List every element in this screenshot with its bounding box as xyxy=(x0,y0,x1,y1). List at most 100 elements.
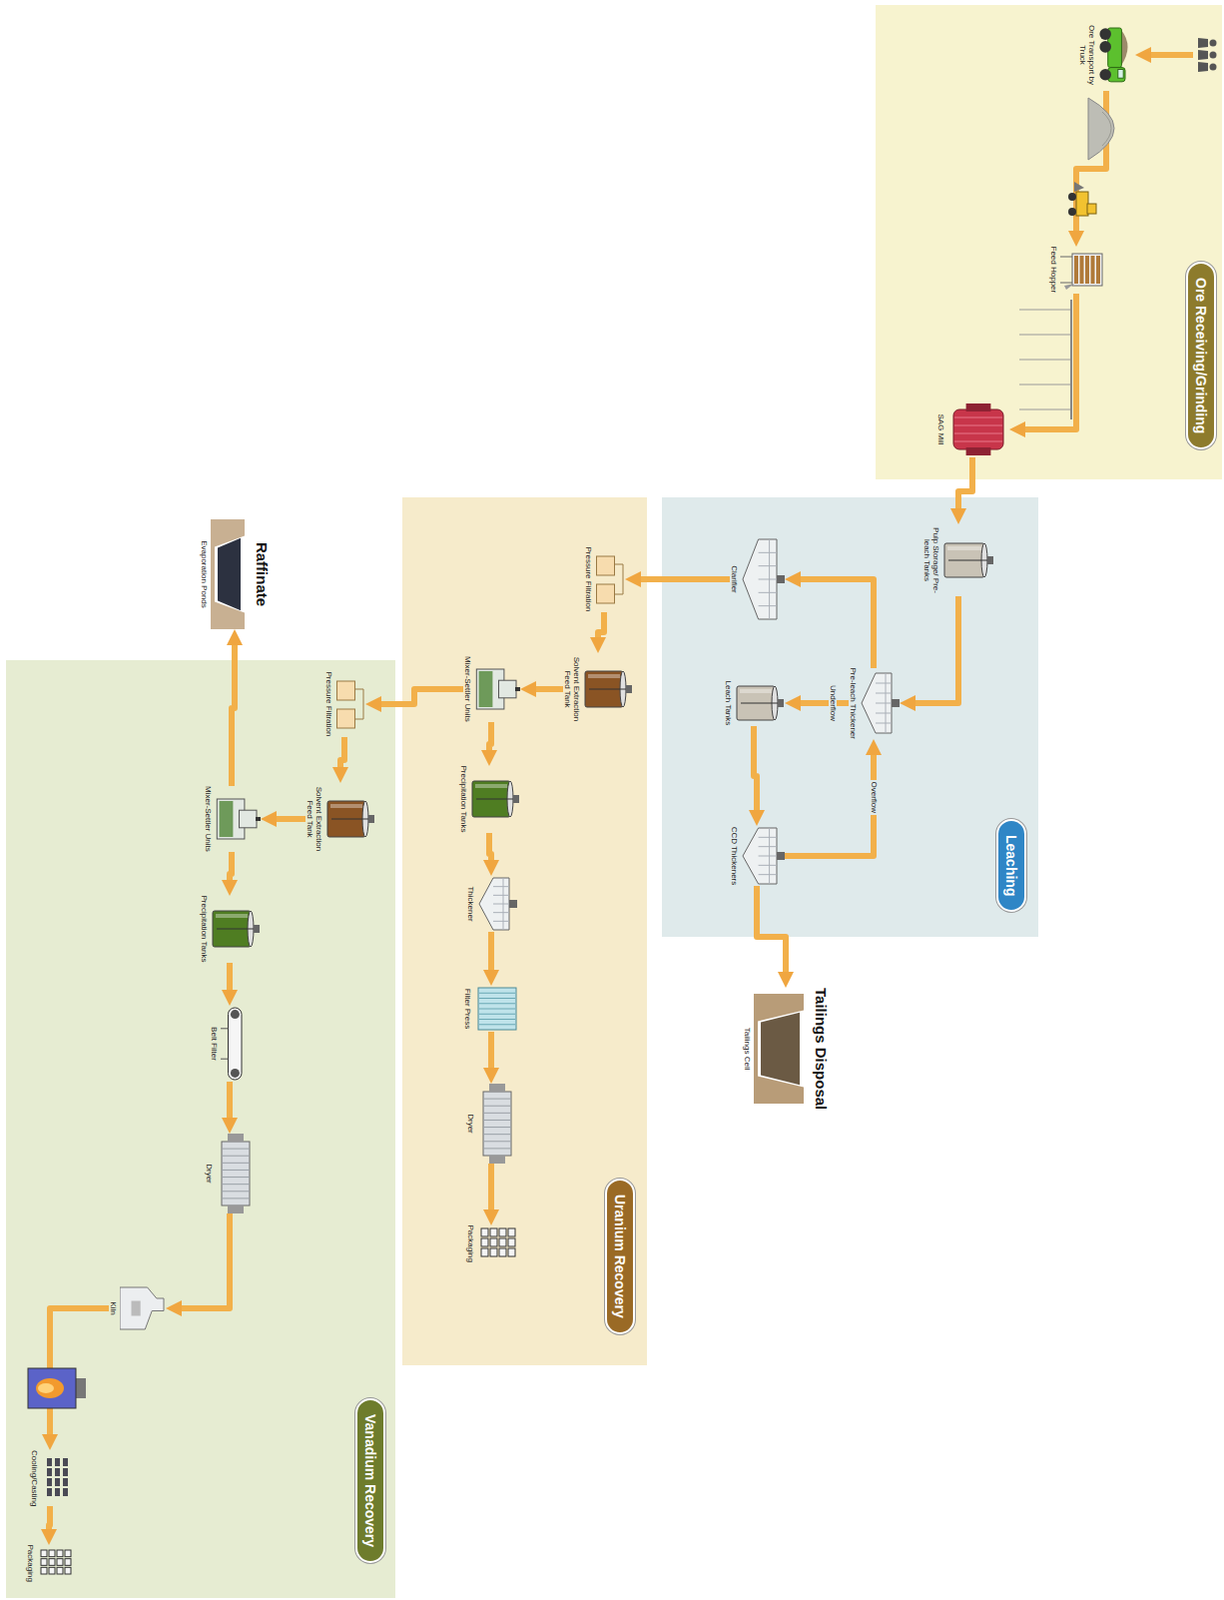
shape xyxy=(331,818,369,820)
section-heading: Vanadium Recovery xyxy=(355,1397,386,1563)
shape xyxy=(954,441,1003,443)
people-icon xyxy=(1198,49,1209,60)
flow-arrow xyxy=(270,815,306,822)
flow-arrow xyxy=(530,685,564,692)
equipment-label: Packaging xyxy=(466,1224,476,1262)
flow-arrow xyxy=(784,748,874,856)
shape xyxy=(64,1567,71,1575)
shape xyxy=(953,409,1004,450)
shape xyxy=(493,920,510,922)
shape xyxy=(221,1162,250,1164)
conveyor-trestle xyxy=(1019,309,1073,311)
shape xyxy=(483,1140,512,1142)
shape xyxy=(948,560,988,562)
equipment-label: Evaporation Ponds xyxy=(199,540,209,609)
shape xyxy=(614,564,624,595)
shape xyxy=(508,1227,516,1236)
shape xyxy=(239,809,257,828)
shape xyxy=(255,816,261,821)
shape xyxy=(588,673,620,678)
shape xyxy=(54,1477,60,1486)
shape xyxy=(1091,255,1096,284)
pfilt-icon xyxy=(595,554,625,605)
shape xyxy=(954,433,1003,435)
equipment-node: Clarifier xyxy=(729,537,785,621)
shape xyxy=(483,1105,512,1107)
shape xyxy=(753,993,804,1104)
shape xyxy=(481,1227,489,1236)
equipment-node: Leach Tanks xyxy=(723,680,785,726)
front-loader xyxy=(1068,192,1077,201)
shape xyxy=(228,1007,243,1080)
section-heading: Leaching xyxy=(996,818,1027,912)
front-loader xyxy=(1068,181,1097,216)
shape xyxy=(227,1205,244,1214)
thick-icon xyxy=(859,670,900,735)
equipment-label: CCD Thickeners xyxy=(729,826,739,886)
equipment-node: Dryer xyxy=(204,1133,256,1214)
tank-icon xyxy=(470,777,521,820)
section-heading: Uranium Recovery xyxy=(605,1178,635,1334)
shape xyxy=(776,575,785,584)
equipment-node: Pre-leach Thickener xyxy=(848,667,900,739)
shape xyxy=(966,447,992,456)
shape xyxy=(947,546,982,551)
shape xyxy=(479,992,516,994)
shape xyxy=(479,1013,516,1015)
shape xyxy=(885,672,887,733)
equipment-node: Solvent Extraction Feed Tank xyxy=(305,782,376,855)
shape xyxy=(1072,253,1103,286)
equipment-node: Precipitation Tanks xyxy=(199,895,261,963)
equipment-node: Precipitation Tanks xyxy=(459,765,521,833)
flow-label: Underflow xyxy=(828,682,838,723)
shape xyxy=(758,836,777,838)
front-loader xyxy=(1074,181,1085,192)
shape xyxy=(758,864,777,866)
shape xyxy=(515,686,521,691)
shape xyxy=(62,1467,68,1476)
section-heading: Ore Receiving/Grinding xyxy=(1186,261,1217,450)
belt-icon xyxy=(220,1005,251,1082)
flow-arrow xyxy=(598,612,605,643)
equipment-node: Cooling/Casting xyxy=(29,1449,71,1506)
equipment-label: Clarifier xyxy=(729,565,739,594)
shape xyxy=(48,1567,55,1575)
shape xyxy=(48,1558,55,1566)
hopper-icon xyxy=(1060,249,1105,290)
shape xyxy=(1099,40,1112,53)
equipment-node: Belt Filter xyxy=(209,1005,251,1082)
conveyor-trestle xyxy=(1019,299,1073,420)
shape xyxy=(490,1237,498,1246)
melting-furnace xyxy=(35,1377,64,1398)
equipment-node: Pressure Filtration xyxy=(584,547,625,612)
thick-icon xyxy=(740,825,785,886)
people-icon xyxy=(1198,37,1209,48)
front-loader xyxy=(1068,207,1077,216)
shape xyxy=(891,698,900,707)
flow-arrow xyxy=(231,638,235,786)
shape xyxy=(758,873,777,875)
equipment-node: SAG Mill xyxy=(936,401,1010,458)
flow-arrow xyxy=(488,1031,495,1074)
tank-icon xyxy=(210,907,261,950)
ore-stockpile xyxy=(1088,97,1115,160)
shape xyxy=(758,592,777,594)
shape xyxy=(493,894,510,896)
shape xyxy=(503,877,505,930)
flow-arrow xyxy=(48,1505,50,1535)
shape xyxy=(499,1247,507,1256)
equipment-node: Filter Press xyxy=(463,985,521,1032)
shape xyxy=(483,1091,512,1156)
shape xyxy=(1074,255,1079,284)
equipment-label: Thickener xyxy=(466,885,476,921)
kiln-icon xyxy=(119,1282,166,1333)
shape xyxy=(62,1457,68,1466)
shape xyxy=(40,1549,47,1557)
equipment-label: SAG Mill xyxy=(936,413,946,445)
shape xyxy=(330,803,363,808)
shape xyxy=(1096,255,1101,284)
ore-stockpile xyxy=(1088,97,1115,160)
equipment-node: Kiln xyxy=(108,1282,166,1333)
